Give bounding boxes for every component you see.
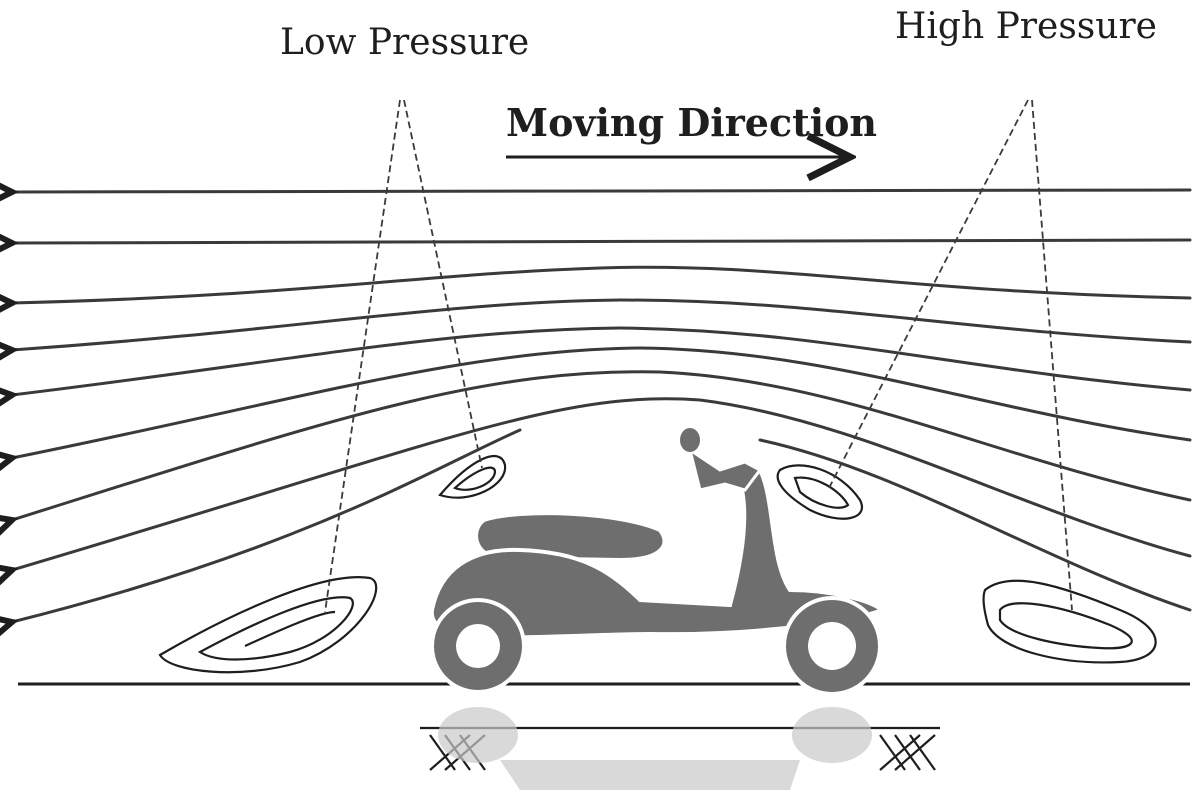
low-pressure-leader-front	[324, 99, 401, 613]
scooter-reflection	[438, 707, 872, 790]
streamline-7	[12, 370, 1192, 520]
vortex-rear-bottom	[982, 579, 1157, 664]
streamline-3	[12, 265, 1192, 303]
leader-lines	[324, 99, 1073, 613]
streamline-8	[12, 397, 1192, 570]
low-pressure-label: Low Pressure	[280, 22, 530, 63]
vortex-front-top	[438, 455, 507, 499]
streamline-6	[12, 346, 1192, 458]
streamline-1	[12, 190, 1192, 192]
streamline-2	[12, 240, 1192, 243]
moving-direction-label: Moving Direction	[506, 100, 878, 145]
streamline-4	[12, 298, 1192, 350]
scooter-icon	[429, 428, 886, 696]
vortex-rear-top	[776, 464, 863, 520]
streamline-5	[12, 326, 1192, 395]
vortices	[158, 455, 1157, 674]
high-pressure-label: High Pressure	[895, 6, 1157, 47]
high-pressure-leader-top	[827, 99, 1029, 491]
streamlines	[12, 190, 1192, 622]
vortex-front-bottom	[158, 576, 378, 674]
low-pressure-leader-top	[403, 99, 483, 469]
high-pressure-leader-rear	[1031, 99, 1073, 611]
